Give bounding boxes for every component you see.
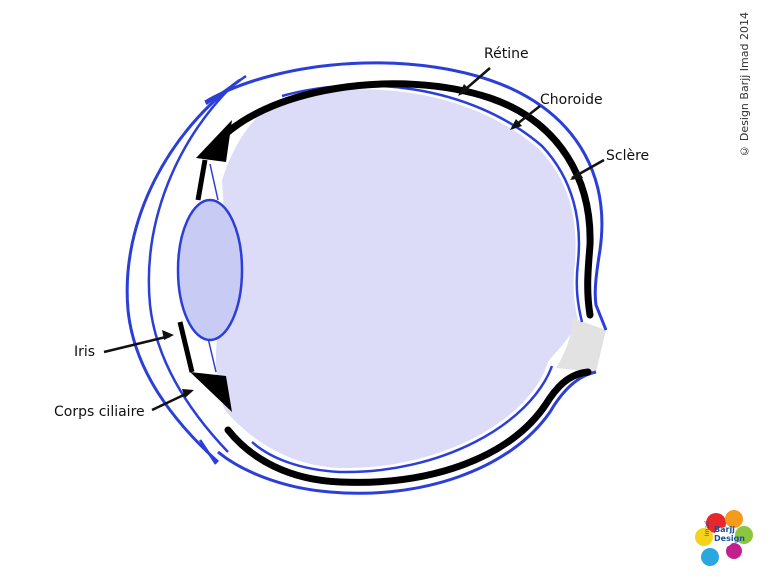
label-iris-text: Iris [74,344,95,360]
label-sclere: Sclère [570,148,649,180]
cornea-top-edge [206,76,246,104]
label-corps-ciliaire-text: Corps ciliaire [54,404,145,420]
zonule-upper [210,164,218,200]
lens [178,200,242,340]
logo-line1: Barjj [714,525,754,534]
label-sclere-text: Sclère [606,148,649,164]
logo-text: Barjj Design [714,525,754,543]
cornea-bottom-edge [200,440,216,464]
iris-lower [180,322,192,372]
label-retine-text: Rétine [484,46,529,62]
copyright-text: © Design Barjj Imad 2014 [738,12,751,158]
vitreous-body [216,89,578,468]
iris-upper [198,160,205,200]
ciliary-body-upper [196,120,232,162]
logo-line2: Design [714,534,754,543]
brand-logo: Imad Barjj Design [690,505,758,575]
zonule-lower [208,338,216,372]
label-choroide-text: Choroide [540,92,603,108]
logo-side-text: Imad [704,521,711,536]
